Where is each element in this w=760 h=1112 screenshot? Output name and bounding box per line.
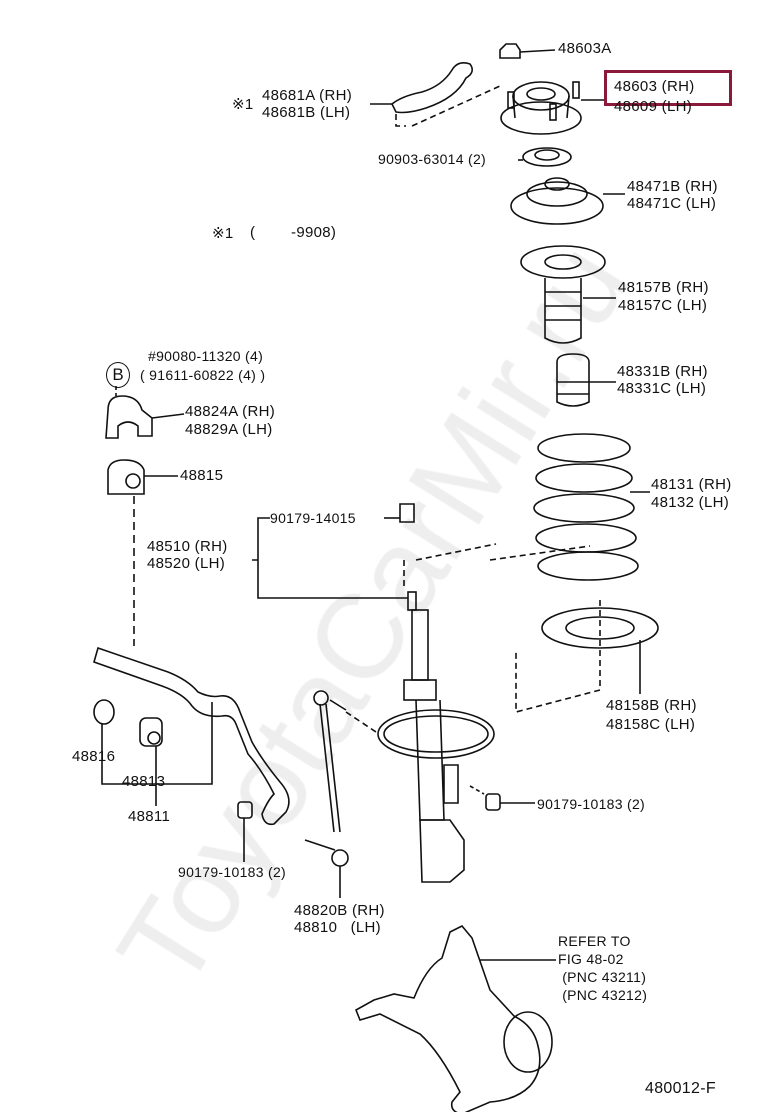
label-48331B[interactable]: 48331B (RH) — [617, 363, 708, 380]
bumper-48331[interactable] — [556, 353, 616, 407]
label-90179-10183-right[interactable]: 90179-10183 (2) — [537, 796, 646, 812]
label-48132[interactable]: 48132 (LH) — [651, 494, 730, 511]
clamp-48816[interactable] — [93, 699, 115, 725]
bearing-90903[interactable] — [518, 147, 572, 167]
nut-48603A[interactable] — [499, 43, 556, 59]
note-range: ( -9908) — [250, 224, 337, 241]
leader-48510 — [252, 517, 408, 599]
label-48158B[interactable]: 48158B (RH) — [606, 697, 697, 714]
refer-text: REFER TO — [558, 933, 631, 949]
label-48510[interactable]: 48510 (RH) — [147, 538, 228, 555]
label-48815[interactable]: 48815 — [180, 467, 224, 484]
bushing-48815[interactable] — [107, 459, 178, 646]
label-90903-63014[interactable]: 90903-63014 (2) — [378, 151, 487, 167]
label-48829A[interactable]: 48829A (LH) — [185, 421, 273, 438]
steering-knuckle[interactable] — [354, 925, 556, 1112]
spring-seat-48471[interactable] — [510, 177, 625, 225]
label-48603A[interactable]: 48603A — [558, 40, 612, 57]
label-48824A[interactable]: 48824A (RH) — [185, 403, 276, 420]
nut-90179-10183-left[interactable] — [237, 801, 253, 862]
label-48609[interactable]: 48609 (LH) — [614, 98, 693, 115]
label-48603[interactable]: 48603 (RH) — [614, 78, 695, 95]
label-90179-14015[interactable]: 90179-14015 — [270, 510, 356, 526]
label-90080-11320[interactable]: #90080-11320 (4) — [148, 348, 264, 364]
label-91611-60822[interactable]: ( 91611-60822 (4) ) — [140, 367, 266, 383]
label-48820B[interactable]: 48820B (RH) — [294, 902, 385, 919]
nut-90179-14015[interactable] — [384, 503, 415, 523]
label-48471C[interactable]: 48471C (LH) — [627, 195, 717, 212]
figure-number: 480012-F — [645, 1080, 716, 1097]
label-48520[interactable]: 48520 (LH) — [147, 555, 226, 572]
label-90179-10183-left[interactable]: 90179-10183 (2) — [178, 864, 287, 880]
label-48816[interactable]: 48816 — [72, 748, 116, 765]
reference-circle-b: B — [106, 362, 130, 388]
label-48681A[interactable]: 48681A (RH) — [262, 87, 353, 104]
label-48471B[interactable]: 48471B (RH) — [627, 178, 718, 195]
note-mark: ※1 — [232, 96, 254, 113]
label-48157C[interactable]: 48157C (LH) — [618, 297, 708, 314]
label-48331C[interactable]: 48331C (LH) — [617, 380, 707, 397]
refer-pnc-43212: (PNC 43212) — [558, 987, 648, 1003]
link-48820[interactable] — [304, 690, 377, 898]
bracket-48824[interactable] — [105, 386, 185, 439]
label-48811[interactable]: 48811 — [128, 808, 171, 825]
label-48157B[interactable]: 48157B (RH) — [618, 279, 709, 296]
label-48681B[interactable]: 48681B (LH) — [262, 104, 351, 121]
insulator-48157[interactable] — [520, 245, 616, 344]
refer-figure-link[interactable]: FIG 48-02 — [558, 951, 624, 967]
refer-pnc-43211: (PNC 43211) — [558, 969, 647, 985]
coil-spring-48131[interactable] — [533, 433, 650, 581]
label-48810[interactable]: 48810 (LH) — [294, 919, 381, 936]
lower-insulator-48158[interactable] — [489, 545, 659, 714]
bracket-48681[interactable] — [370, 62, 501, 127]
note-mark: ※1 — [212, 225, 234, 242]
label-48158C[interactable]: 48158C (LH) — [606, 716, 696, 733]
strut-48510[interactable] — [377, 543, 497, 883]
label-48131[interactable]: 48131 (RH) — [651, 476, 732, 493]
highlight-box — [604, 70, 732, 106]
bushing-48813[interactable] — [139, 717, 163, 747]
nut-90179-10183-right[interactable] — [469, 785, 535, 811]
label-48813[interactable]: 48813 — [122, 773, 166, 790]
support-48603[interactable] — [500, 81, 604, 135]
leader-48811 — [101, 702, 213, 806]
stabilizer-bar-48811[interactable] — [93, 646, 290, 826]
